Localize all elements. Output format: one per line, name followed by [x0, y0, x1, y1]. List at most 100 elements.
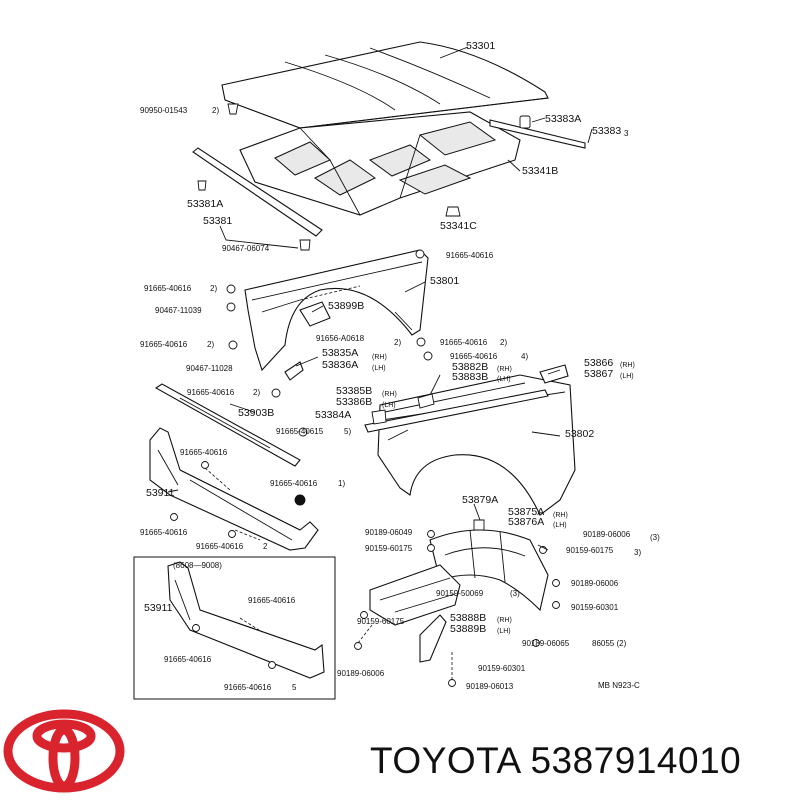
radiator-support-filler — [154, 383, 301, 467]
callout-label: 91665-40616 — [144, 284, 192, 293]
callout-label: (LH) — [497, 376, 511, 383]
callout-label: 90467-11039 — [155, 306, 202, 315]
callout-label: 53866 — [584, 357, 613, 369]
callout-label: 53341B — [522, 165, 558, 177]
side-marker-53866 — [539, 364, 569, 384]
callout-label: (RH) — [497, 617, 512, 624]
callout-label: (RH) — [382, 391, 397, 398]
callout-label: 2) — [394, 338, 401, 347]
callout-label: 91665-40615 — [276, 427, 324, 436]
callout-label: 90189-06049 — [365, 528, 413, 537]
callout-label: (RH) — [497, 366, 512, 373]
callout-label: 90950-01543 — [140, 106, 188, 115]
inset-label: (8608—9008) — [173, 561, 222, 570]
callout-label: (LH) — [372, 365, 386, 372]
callout-label: 2 — [263, 542, 268, 551]
callout-label: 53882B — [452, 361, 488, 373]
callout-label: 53879A — [462, 494, 498, 506]
callout-label: (LH) — [497, 628, 511, 635]
callout-label: (RH) — [372, 354, 387, 361]
callout-label: 91665-40616 — [140, 340, 188, 349]
callout-label: 90159-60301 — [478, 664, 526, 673]
callouts: 53301 90950-01543 2) 53383A 53383 3 5334… — [140, 40, 660, 692]
callout-label: 53383 — [592, 125, 621, 137]
mudguard-53888b — [419, 614, 447, 663]
callout-label: 2) — [210, 284, 217, 293]
callout-label: 2) — [207, 340, 214, 349]
callout-label: 91665-40616 — [224, 683, 272, 692]
fender-small-parts — [371, 393, 435, 425]
hood-weatherstrip — [192, 147, 323, 237]
callout-label: 53883B — [452, 371, 488, 383]
diagram-code: MB N923-C — [598, 681, 640, 690]
callout-label: 90159-60301 — [571, 603, 619, 612]
callout-label: 2) — [253, 388, 260, 397]
callout-label: 91665-40616 — [196, 542, 244, 551]
callout-label: 53875A — [508, 506, 544, 518]
callout-label: (LH) — [382, 402, 396, 409]
callout-label: 53381A — [187, 198, 223, 210]
callout-label: 53383A — [545, 113, 581, 125]
callout-label: (3) — [650, 533, 660, 542]
callout-label: 53911 — [146, 487, 175, 499]
callout-label: 53903B — [238, 407, 274, 419]
callout-label: 91665-40616 — [446, 251, 494, 260]
callout-label: 53381 — [203, 215, 232, 227]
callout-label: 91665-40616 — [450, 352, 498, 361]
callout-label: 53876A — [508, 516, 544, 528]
callout-label: 53341C — [440, 220, 477, 232]
hood-outer-panel — [221, 41, 549, 129]
callout-label: 91665-40616 — [164, 655, 212, 664]
callout-label: 3) — [634, 548, 641, 557]
fender-apron — [244, 249, 429, 372]
callout-label: (RH) — [553, 512, 568, 519]
leader-lines — [167, 46, 593, 551]
callout-label: 2) — [212, 106, 219, 115]
callout-label: 53889B — [450, 623, 486, 635]
callout-label: (LH) — [620, 373, 634, 380]
callout-label: 90189-06013 — [466, 682, 514, 691]
callout-label: 53386B — [336, 396, 372, 408]
toyota-logo-icon — [3, 709, 125, 793]
fender-seal-53835a — [284, 361, 304, 381]
callout-label: 91665-40616 — [270, 479, 318, 488]
callout-label: 53899B — [328, 300, 364, 312]
brand-name: TOYOTA — [370, 740, 520, 781]
callout-label: 91665-40616 — [440, 338, 488, 347]
callout-label: 53802 — [565, 428, 594, 440]
callout-label: 53384A — [315, 409, 351, 421]
callout-label: 53911 — [144, 602, 173, 614]
callout-label: 5 — [292, 683, 297, 692]
callout-label: 53835A — [322, 347, 358, 359]
callout-label: 4) — [521, 352, 528, 361]
callout-label: 53801 — [430, 275, 459, 287]
callout-label: 90189-06006 — [571, 579, 619, 588]
callout-label: 90189-06065 — [522, 639, 570, 648]
callout-label: 90159-60175 — [365, 544, 413, 553]
callout-label: 53867 — [584, 368, 613, 380]
fender-moulding-53882b — [364, 389, 549, 433]
callout-label: 90159-60175 — [566, 546, 614, 555]
inset-box — [133, 556, 336, 700]
callout-label: (RH) — [620, 362, 635, 369]
callout-label: 90467-11028 — [186, 364, 233, 373]
callout-label: 86055 (2) — [592, 639, 627, 648]
callout-label: 91665-40616 — [180, 448, 228, 457]
hood-cushion-53383 — [489, 115, 586, 149]
callout-label: 91665-40616 — [248, 596, 296, 605]
callout-label: 91665-40616 — [140, 528, 188, 537]
hood-inner-frame — [239, 111, 521, 216]
apron-fasteners — [226, 249, 433, 506]
callout-label: 90159-50069 — [436, 589, 484, 598]
fender-liner-53875a — [429, 529, 549, 612]
callout-label: 1) — [338, 479, 345, 488]
part-number: 5387914010 — [530, 740, 742, 781]
valance-fasteners — [170, 461, 261, 541]
splash-shield-front — [369, 564, 461, 626]
callout-label: 90189-06006 — [583, 530, 631, 539]
callout-label: 53888B — [450, 612, 486, 624]
callout-label: 3 — [624, 129, 629, 138]
callout-label: 5) — [344, 427, 351, 436]
fender-bracket-53899b — [299, 301, 331, 327]
